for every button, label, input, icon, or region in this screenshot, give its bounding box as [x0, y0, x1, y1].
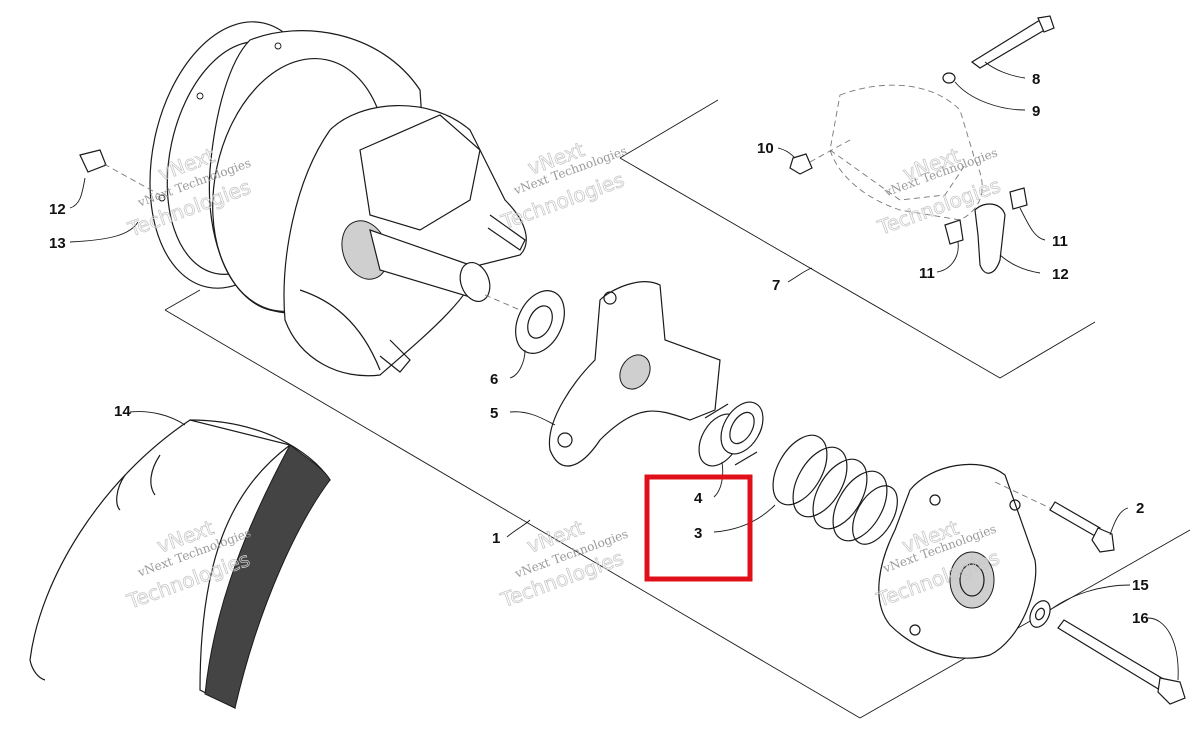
subassembly-frame-7	[619, 99, 1096, 379]
assembly-frame-1	[164, 289, 1191, 719]
part-label-16: 15	[1132, 577, 1149, 594]
watermarks: vNext Technologies vNext Technologies vN…	[123, 137, 1004, 614]
drive-belt-15	[29, 419, 331, 709]
spring-3	[772, 434, 898, 545]
part-label-8: 8	[1032, 71, 1040, 88]
part-label-2: 2	[1136, 500, 1144, 517]
part-label-11-left: 11	[919, 265, 935, 282]
part-labels: 12 13 6 5 4 3 1 7 8 9 10 11 11 12 14 2 1…	[49, 71, 1149, 627]
part-label-9: 9	[1032, 103, 1040, 120]
bolt-17	[1057, 619, 1186, 705]
part-label-13: 13	[49, 235, 66, 252]
part-label-7: 7	[772, 277, 780, 294]
part-label-12: 12	[1052, 266, 1069, 283]
washer-16	[1029, 600, 1051, 628]
weight-assembly-7	[789, 15, 1055, 274]
part-label-6: 6	[490, 371, 498, 388]
part-label-11-right: 11	[1052, 233, 1068, 250]
highlight-box	[644, 474, 753, 582]
part-label-10: 10	[757, 140, 774, 157]
part-label-1: 1	[492, 530, 500, 547]
bolt-2	[994, 481, 1115, 553]
cover-plate	[878, 463, 1037, 659]
part-label-14: 12	[49, 201, 66, 218]
screw-14	[79, 149, 161, 196]
part-label-17: 16	[1132, 610, 1149, 627]
part-label-15: 14	[114, 403, 131, 420]
bushing-4	[698, 401, 764, 467]
leader-lines	[69, 61, 1179, 681]
part-label-5: 5	[490, 405, 498, 422]
clutch-housing	[283, 105, 527, 377]
part-label-4: 4	[694, 490, 703, 507]
spider-5	[548, 281, 721, 467]
washer-6	[484, 290, 565, 354]
part-label-3: 3	[694, 525, 702, 542]
